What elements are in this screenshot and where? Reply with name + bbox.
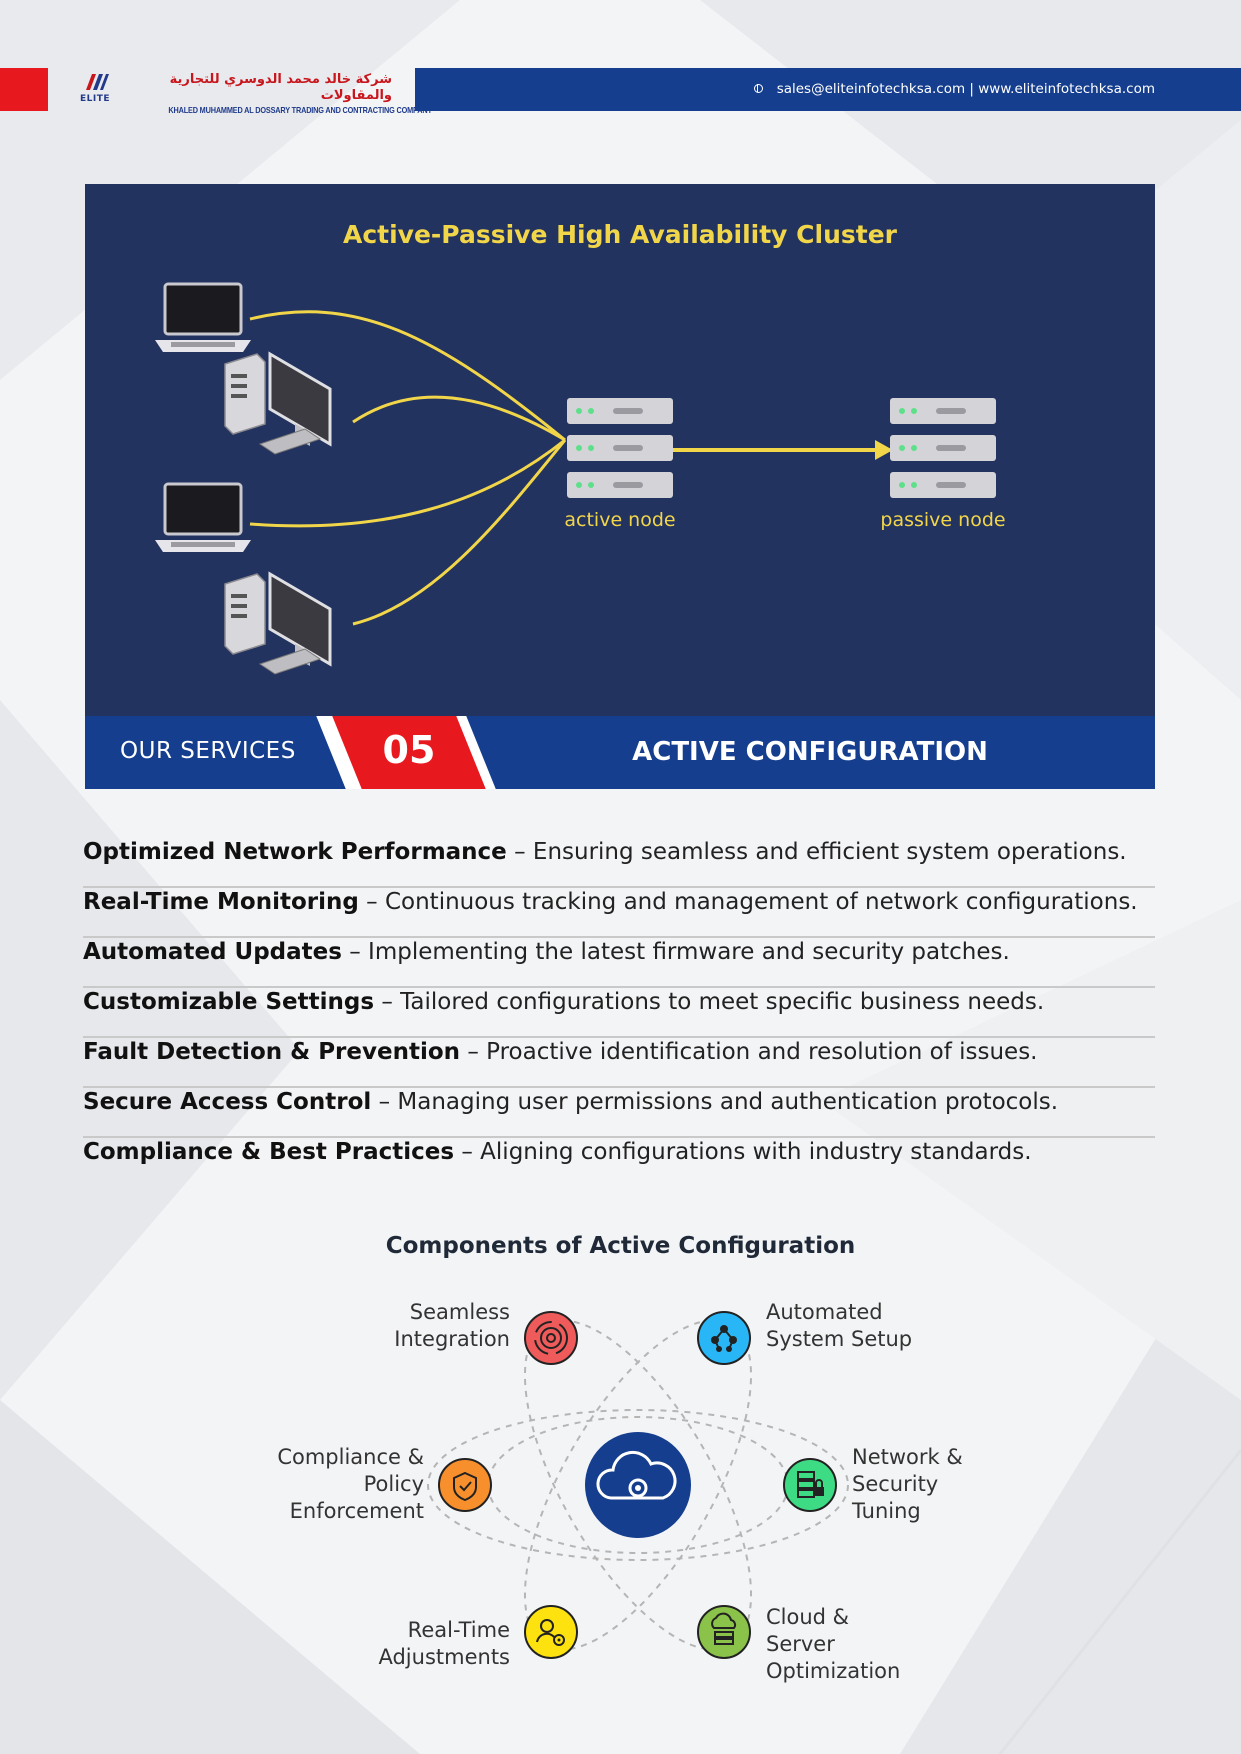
- feature-description: – Ensuring seamless and efficient system…: [506, 839, 1127, 865]
- desktop-computer-icon: [224, 571, 332, 675]
- active-node-label: active node: [564, 509, 676, 531]
- list-item: Customizable Settings – Tailored configu…: [83, 988, 1155, 1038]
- component-label-real-time-adjustments: Real-Time Adjustments: [378, 1618, 510, 1669]
- service-number: 05: [382, 728, 436, 772]
- our-services-label: OUR SERVICES: [120, 738, 296, 764]
- component-label-compliance: Compliance & Policy Enforcement: [277, 1445, 424, 1523]
- feature-title: Real-Time Monitoring: [83, 889, 359, 915]
- feature-title: Automated Updates: [83, 939, 342, 965]
- component-label-cloud-server-optimization: Cloud & Server Optimization: [766, 1605, 901, 1683]
- connection-line: [249, 310, 566, 442]
- header-red-accent: [0, 68, 48, 111]
- connection-line: [352, 395, 566, 442]
- feature-description: – Managing user permissions and authenti…: [371, 1089, 1059, 1115]
- feature-description: – Continuous tracking and management of …: [358, 889, 1138, 915]
- logo-text: ELITE: [80, 94, 111, 104]
- components-diagram: [427, 1311, 849, 1659]
- company-name: شركة خالد محمد الدوسري للتجارية والمقاول…: [132, 72, 433, 116]
- passive-node-server-icon: [890, 398, 996, 498]
- logo-mark-icon: [86, 74, 109, 90]
- connection-line: [249, 438, 566, 528]
- list-item: Fault Detection & Prevention – Proactive…: [83, 1038, 1155, 1088]
- broadcast-icon: [524, 1311, 578, 1365]
- components-heading: Components of Active Configuration: [385, 1233, 856, 1259]
- feature-description: – Proactive identification and resolutio…: [460, 1039, 1038, 1065]
- feature-description: – Implementing the latest firmware and s…: [341, 939, 1010, 965]
- desktop-computer-icon: [224, 351, 332, 455]
- list-item: Secure Access Control – Managing user pe…: [83, 1088, 1155, 1138]
- ha-cluster-diagram: Active-Passive High Availability Cluster…: [85, 184, 1155, 716]
- cloud-gear-icon: [585, 1432, 691, 1538]
- diagram-title: Active-Passive High Availability Cluster: [342, 220, 898, 249]
- feature-list: Optimized Network Performance – Ensuring…: [83, 838, 1155, 1188]
- list-item: Optimized Network Performance – Ensuring…: [83, 838, 1155, 888]
- network-nodes-icon: [697, 1311, 751, 1365]
- company-logo: ELITE: [78, 70, 118, 108]
- component-label-seamless-integration: Seamless Integration: [394, 1300, 510, 1351]
- feature-title: Fault Detection & Prevention: [83, 1039, 461, 1065]
- cluster-illustration: [155, 282, 996, 675]
- server-lock-icon: [783, 1458, 837, 1512]
- feature-title: Customizable Settings: [83, 989, 375, 1015]
- globe-icon: [753, 84, 763, 93]
- passive-node-label: passive node: [880, 509, 1006, 531]
- contact-bar: sales@eliteinfotechksa.com | www.elitein…: [415, 68, 1241, 111]
- company-name-english: KHALED MUHAMMED AL DOSSARY TRADING AND C…: [168, 105, 433, 115]
- laptop-icon: [155, 282, 251, 352]
- feature-title: Optimized Network Performance: [83, 839, 507, 865]
- services-banner: OUR SERVICES 05 ACTIVE CONFIGURATION: [85, 716, 1155, 789]
- list-item: Real-Time Monitoring – Continuous tracki…: [83, 888, 1155, 938]
- feature-description: – Aligning configurations with industry …: [454, 1139, 1032, 1165]
- list-item: Compliance & Best Practices – Aligning c…: [83, 1138, 1155, 1188]
- company-name-arabic: شركة خالد محمد الدوسري للتجارية والمقاول…: [169, 72, 392, 103]
- contact-text[interactable]: sales@eliteinfotechksa.com | www.elitein…: [776, 81, 1155, 97]
- cloud-server-icon: [697, 1605, 751, 1659]
- component-label-network-security: Network & Security Tuning: [852, 1445, 963, 1523]
- connection-line: [352, 439, 567, 626]
- user-gear-icon: [524, 1605, 578, 1659]
- contact-info[interactable]: sales@eliteinfotechksa.com | www.elitein…: [753, 81, 1155, 97]
- feature-title: Compliance & Best Practices: [83, 1139, 455, 1165]
- list-item: Automated Updates – Implementing the lat…: [83, 938, 1155, 988]
- component-label-automated-system-setup: Automated System Setup: [766, 1300, 913, 1351]
- active-node-server-icon: [567, 398, 673, 498]
- feature-description: – Tailored configurations to meet specif…: [374, 989, 1045, 1015]
- shield-check-icon: [438, 1458, 492, 1512]
- feature-title: Secure Access Control: [83, 1089, 372, 1115]
- service-title: ACTIVE CONFIGURATION: [632, 737, 988, 767]
- laptop-icon: [155, 482, 251, 552]
